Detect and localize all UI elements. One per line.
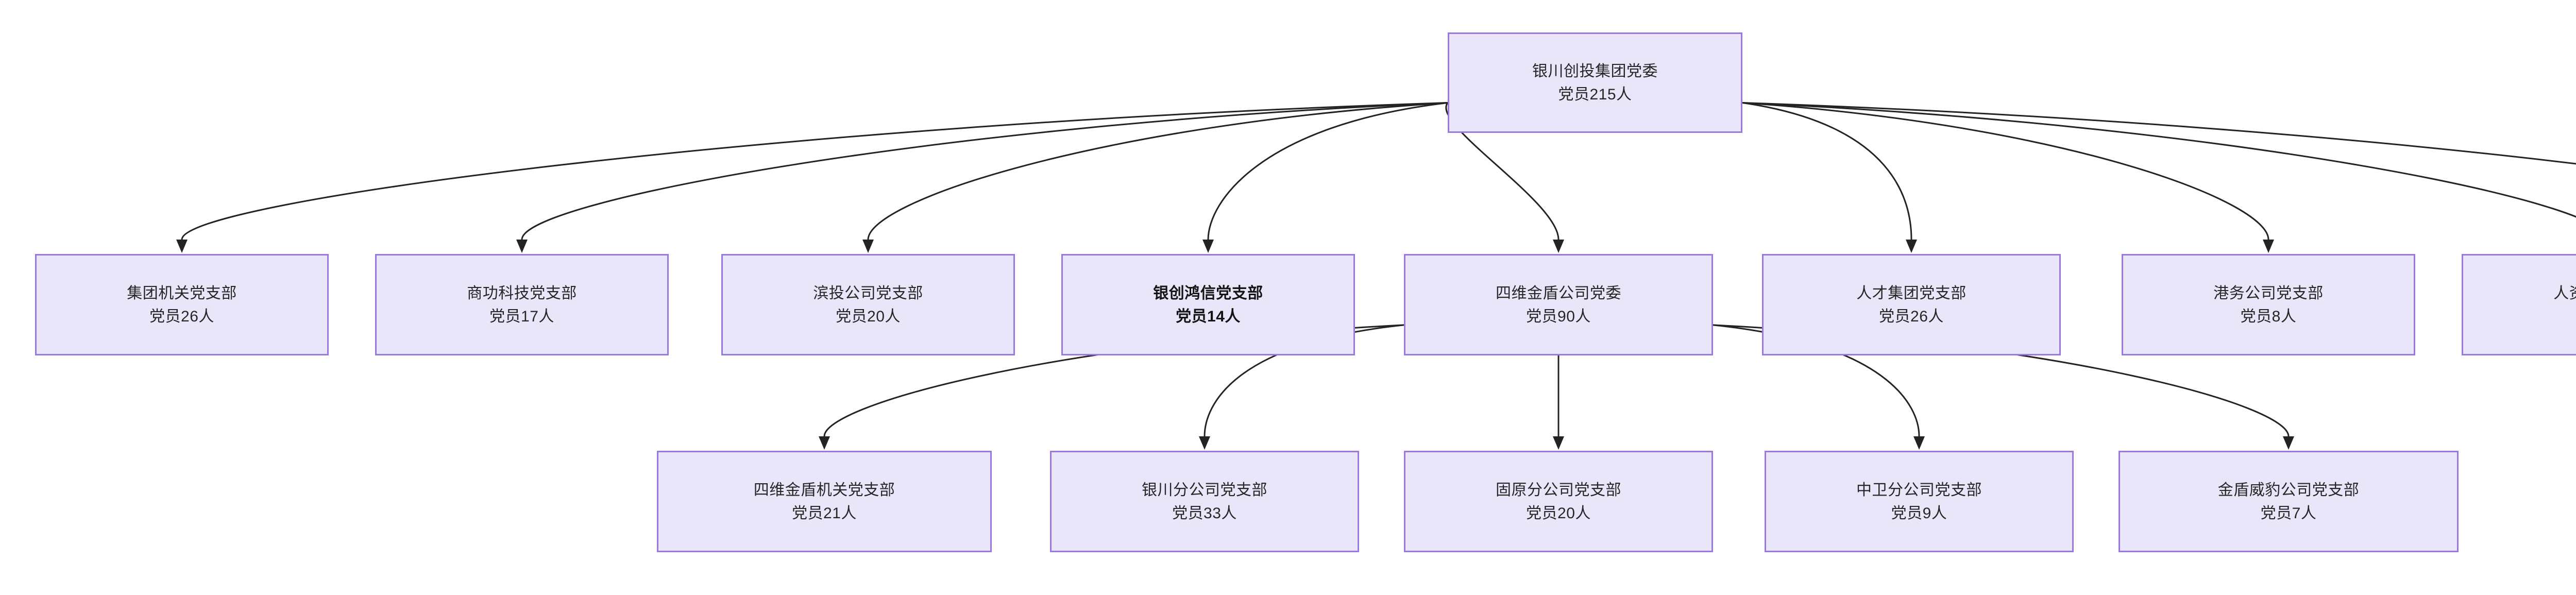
edge-arrowhead-siwei-jindun	[1553, 240, 1564, 253]
org-node-title: 金盾威豹公司党支部	[2217, 481, 2360, 499]
edge-arrowhead-siwei-jindun-jiguan	[819, 436, 830, 450]
edge-arrowhead-guyuan-fengongsi	[1553, 436, 1564, 450]
edge-root-to-rencai-jituan	[1742, 102, 1912, 240]
org-node-title: 中卫分公司党支部	[1856, 481, 1982, 499]
org-node-member-count: 党员26人	[149, 308, 214, 325]
org-node-member-count: 党员7人	[2260, 504, 2317, 522]
edge-arrowhead-jituan-jiguan	[176, 240, 188, 253]
org-node-member-count: 党员20人	[836, 308, 901, 325]
edge-arrowhead-yinchuan-fengongsi	[1199, 436, 1210, 450]
edge-arrowhead-rencai-jituan	[1906, 240, 1917, 253]
org-node-title: 银川创投集团党委	[1532, 62, 1658, 80]
org-node-rencai-jituan[interactable]: 人才集团党支部党员26人	[1762, 254, 2061, 355]
org-node-member-count: 党员8人	[2240, 308, 2297, 325]
edge-root-to-shanggong-keji	[521, 102, 1448, 240]
org-node-siwei-jindun[interactable]: 四维金盾公司党委党员90人	[1404, 254, 1713, 355]
edge-root-to-landun-gongsi	[1742, 102, 2576, 165]
edge-arrowhead-zhongwei-fengongsi	[1913, 436, 1925, 450]
org-node-title: 集团机关党支部	[127, 284, 237, 302]
org-node-siwei-jindun-jiguan[interactable]: 四维金盾机关党支部党员21人	[657, 451, 992, 552]
edge-root-to-gangwu-gongsi	[1742, 102, 2269, 240]
org-node-title: 人才集团党支部	[1856, 284, 1967, 302]
org-node-member-count: 党员33人	[1172, 504, 1237, 522]
org-node-title: 滨投公司党支部	[813, 284, 923, 302]
org-node-member-count: 党员215人	[1558, 86, 1632, 103]
org-node-bintou-gongsi[interactable]: 滨投公司党支部党员20人	[721, 254, 1015, 355]
org-node-member-count: 党员21人	[792, 504, 857, 522]
org-node-zhongwei-fengongsi[interactable]: 中卫分公司党支部党员9人	[1765, 451, 2074, 552]
org-node-title: 固原分公司党支部	[1496, 481, 1621, 499]
org-node-title: 商功科技党支部	[467, 284, 577, 302]
org-node-jituan-jiguan[interactable]: 集团机关党支部党员26人	[35, 254, 329, 355]
edge-arrowhead-bintou-gongsi	[862, 240, 874, 253]
org-node-title: 银创鸿信党支部	[1153, 284, 1263, 302]
edge-arrowhead-shanggong-keji	[516, 240, 528, 253]
org-node-member-count: 党员26人	[1879, 308, 1944, 325]
org-node-member-count: 党员20人	[1526, 504, 1591, 522]
org-node-renzi-gongsi[interactable]: 人资公司党支部党员5人	[2462, 254, 2576, 355]
org-node-title: 人资公司党支部	[2553, 284, 2576, 302]
org-node-root[interactable]: 银川创投集团党委党员215人	[1448, 32, 1742, 133]
edge-arrowhead-gangwu-gongsi	[2263, 240, 2274, 253]
org-node-member-count: 党员17人	[489, 308, 554, 325]
edge-root-to-yinchuang-hongxin	[1207, 102, 1448, 240]
org-node-title: 四维金盾公司党委	[1496, 284, 1621, 302]
org-node-title: 港务公司党支部	[2213, 284, 2324, 302]
edge-arrowhead-jindun-weibao	[2283, 436, 2294, 450]
edge-root-to-renzi-gongsi	[1742, 102, 2576, 218]
edge-root-to-bintou-gongsi	[867, 102, 1448, 240]
edge-arrowhead-yinchuang-hongxin	[1202, 240, 1214, 253]
org-node-title: 四维金盾机关党支部	[753, 481, 895, 499]
org-node-yinchuan-fengongsi[interactable]: 银川分公司党支部党员33人	[1050, 451, 1359, 552]
org-node-guyuan-fengongsi[interactable]: 固原分公司党支部党员20人	[1404, 451, 1713, 552]
org-node-shanggong-keji[interactable]: 商功科技党支部党员17人	[375, 254, 669, 355]
edge-root-to-jituan-jiguan	[181, 102, 1448, 240]
org-node-title: 银川分公司党支部	[1142, 481, 1267, 499]
org-node-gangwu-gongsi[interactable]: 港务公司党支部党员8人	[2122, 254, 2415, 355]
org-node-member-count: 党员9人	[1891, 504, 1947, 522]
org-node-member-count: 党员90人	[1526, 308, 1591, 325]
org-node-member-count: 党员14人	[1176, 308, 1241, 325]
org-node-yinchuang-hongxin[interactable]: 银创鸿信党支部党员14人	[1061, 254, 1355, 355]
org-node-jindun-weibao[interactable]: 金盾威豹公司党支部党员7人	[2119, 451, 2459, 552]
